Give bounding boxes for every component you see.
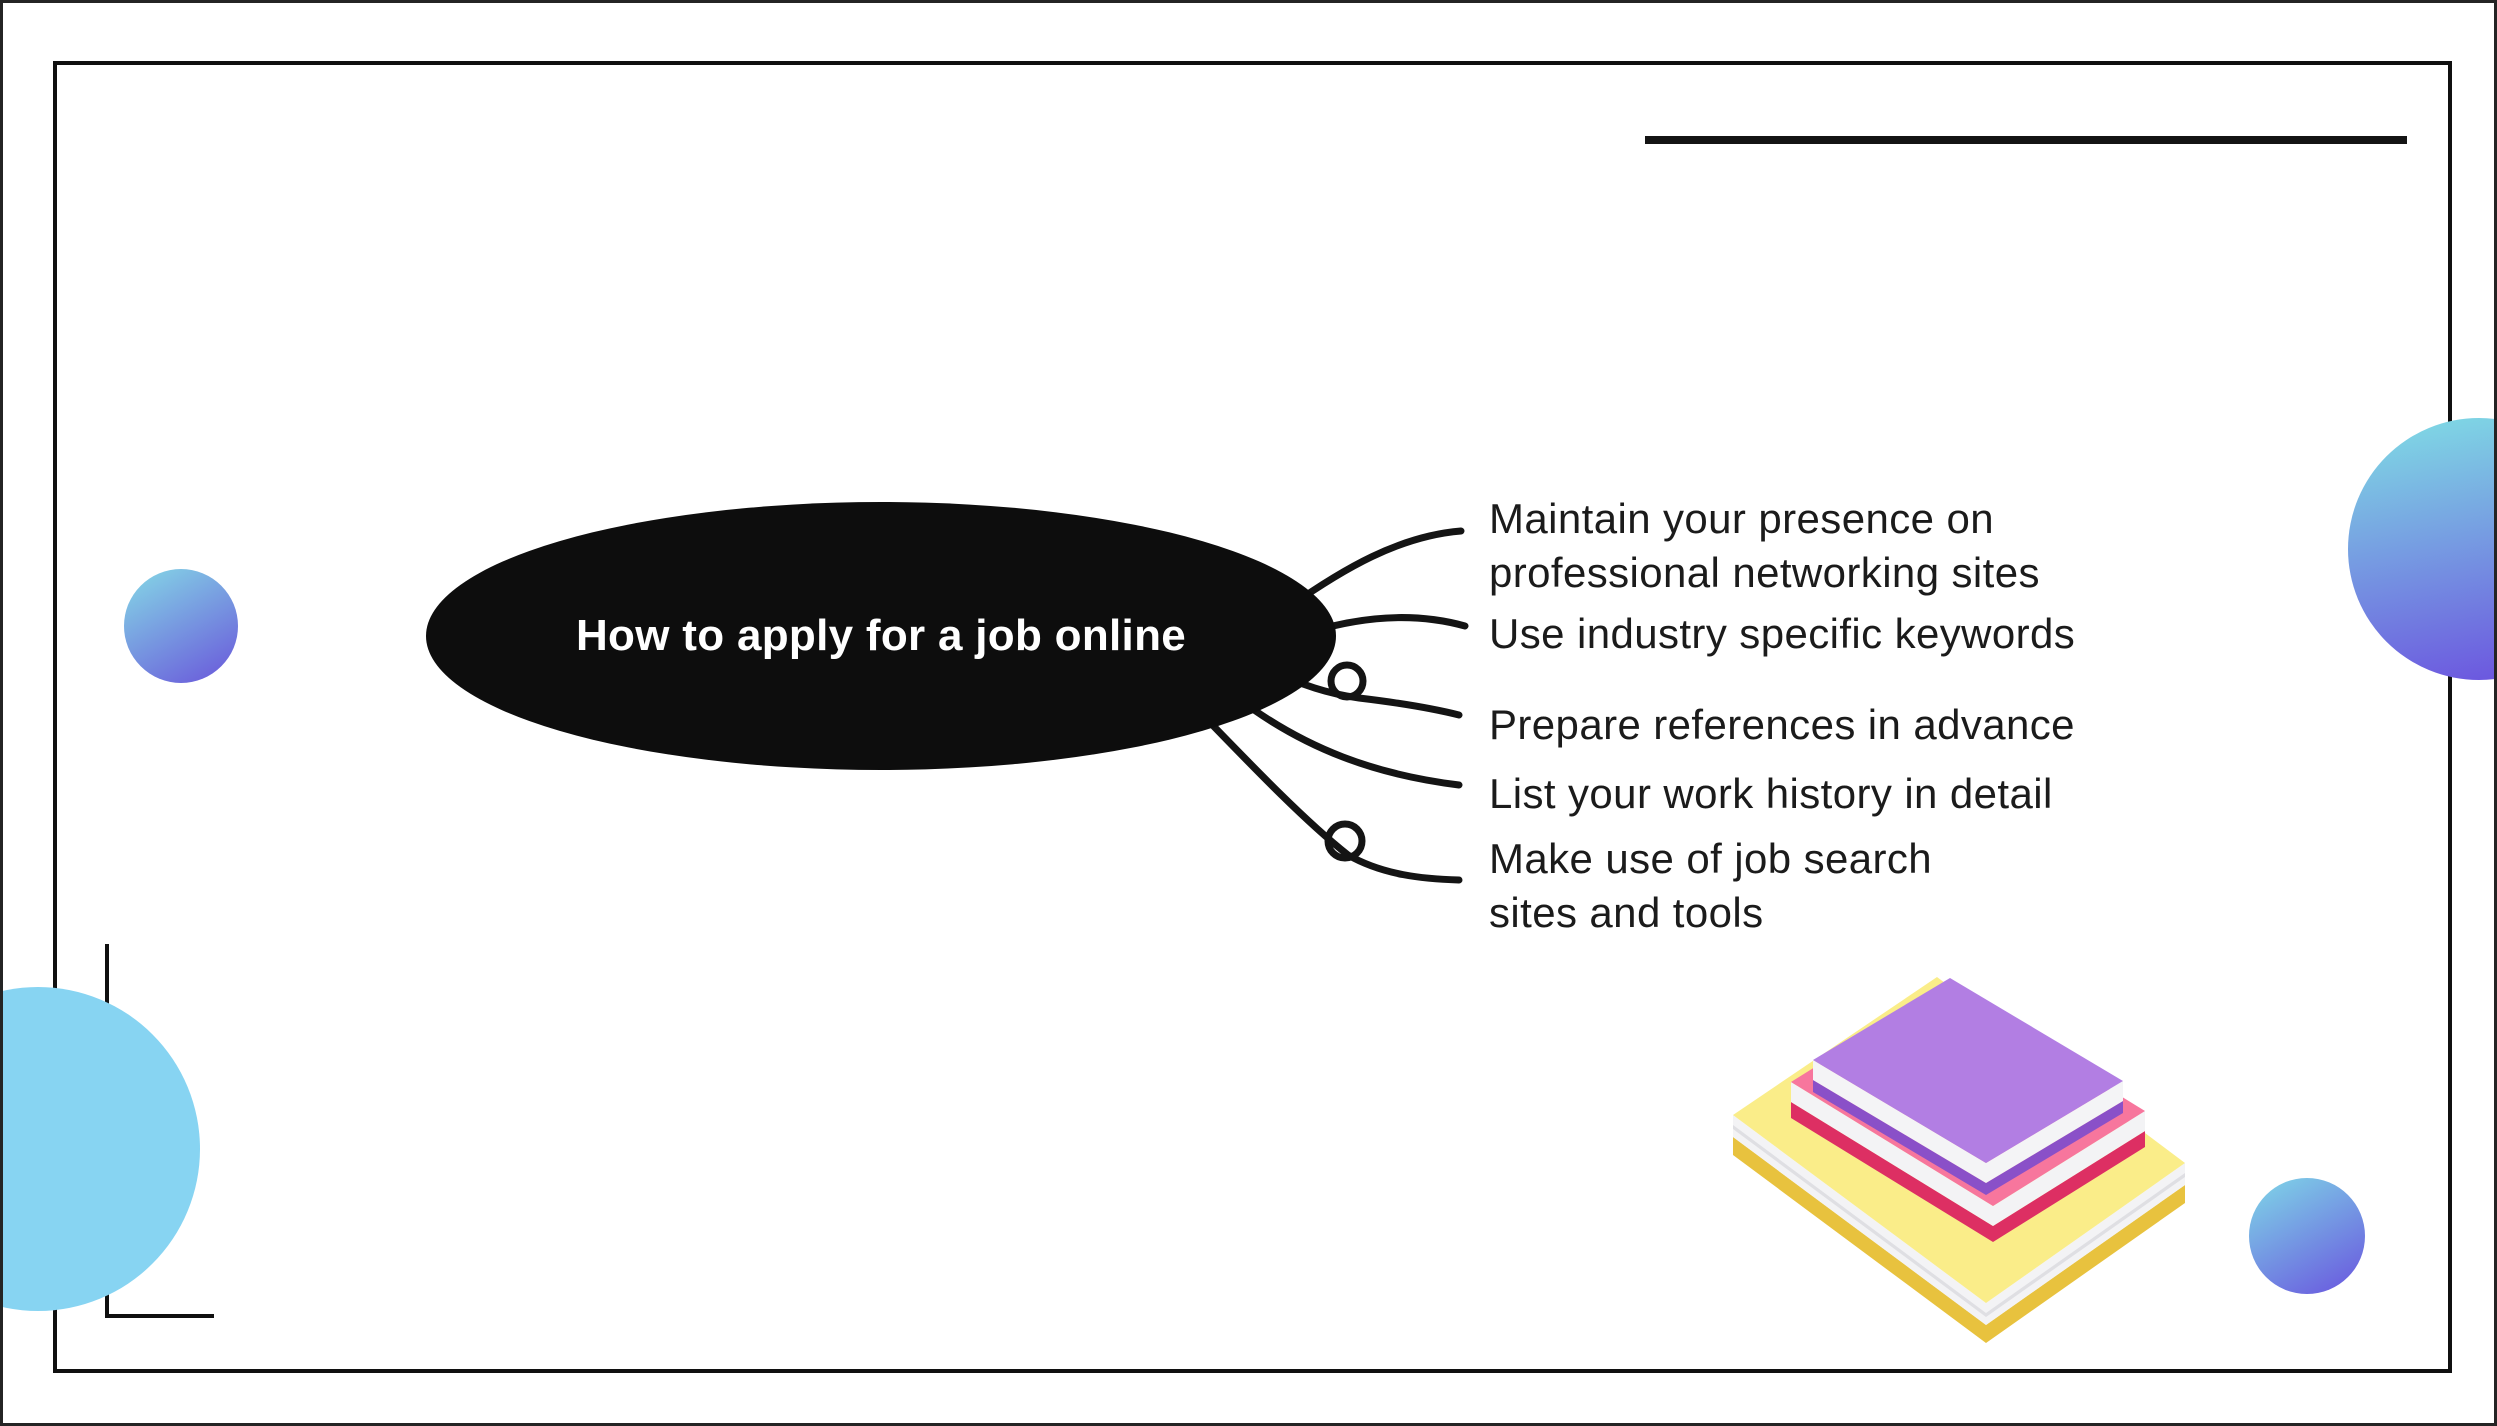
book-pink-bottom-cover	[1791, 1102, 2145, 1242]
books-stack-illustration	[1733, 977, 2185, 1343]
decor-line	[1645, 136, 2407, 144]
branch-label-4: List your work history in detail	[1489, 770, 2053, 817]
central-node-title: How to apply for a job online	[575, 611, 1187, 660]
central-node: How to apply for a job online	[426, 502, 1336, 770]
decor-overlay	[1191, 527, 2185, 1343]
branch-label-3: Prepare references in advance	[1489, 701, 2075, 748]
decor-circle-bottom-right-gradient	[2249, 1178, 2365, 1294]
book-pink-pages	[1791, 1082, 2145, 1226]
book-purple-top-cover	[1813, 978, 2123, 1163]
branch-label-1: Maintain your presence on professional n…	[1489, 495, 2040, 596]
inner-frame-border	[53, 61, 2452, 1373]
connector-loop-3	[1327, 661, 1367, 701]
connector-loop-5	[1324, 820, 1366, 862]
decor-circle-left-gradient	[124, 569, 238, 683]
corner-bracket-horizontal	[105, 1314, 214, 1318]
book-yellow-pages	[1733, 1115, 2185, 1325]
branch-label-5: Make use of job search sites and tools	[1489, 835, 1933, 936]
book-purple-pages	[1813, 1060, 2123, 1183]
connector-curve-5	[1191, 703, 1463, 884]
branch-label-2: Use industry specific keywords	[1489, 610, 2076, 657]
connector-curve-4	[1231, 692, 1463, 789]
